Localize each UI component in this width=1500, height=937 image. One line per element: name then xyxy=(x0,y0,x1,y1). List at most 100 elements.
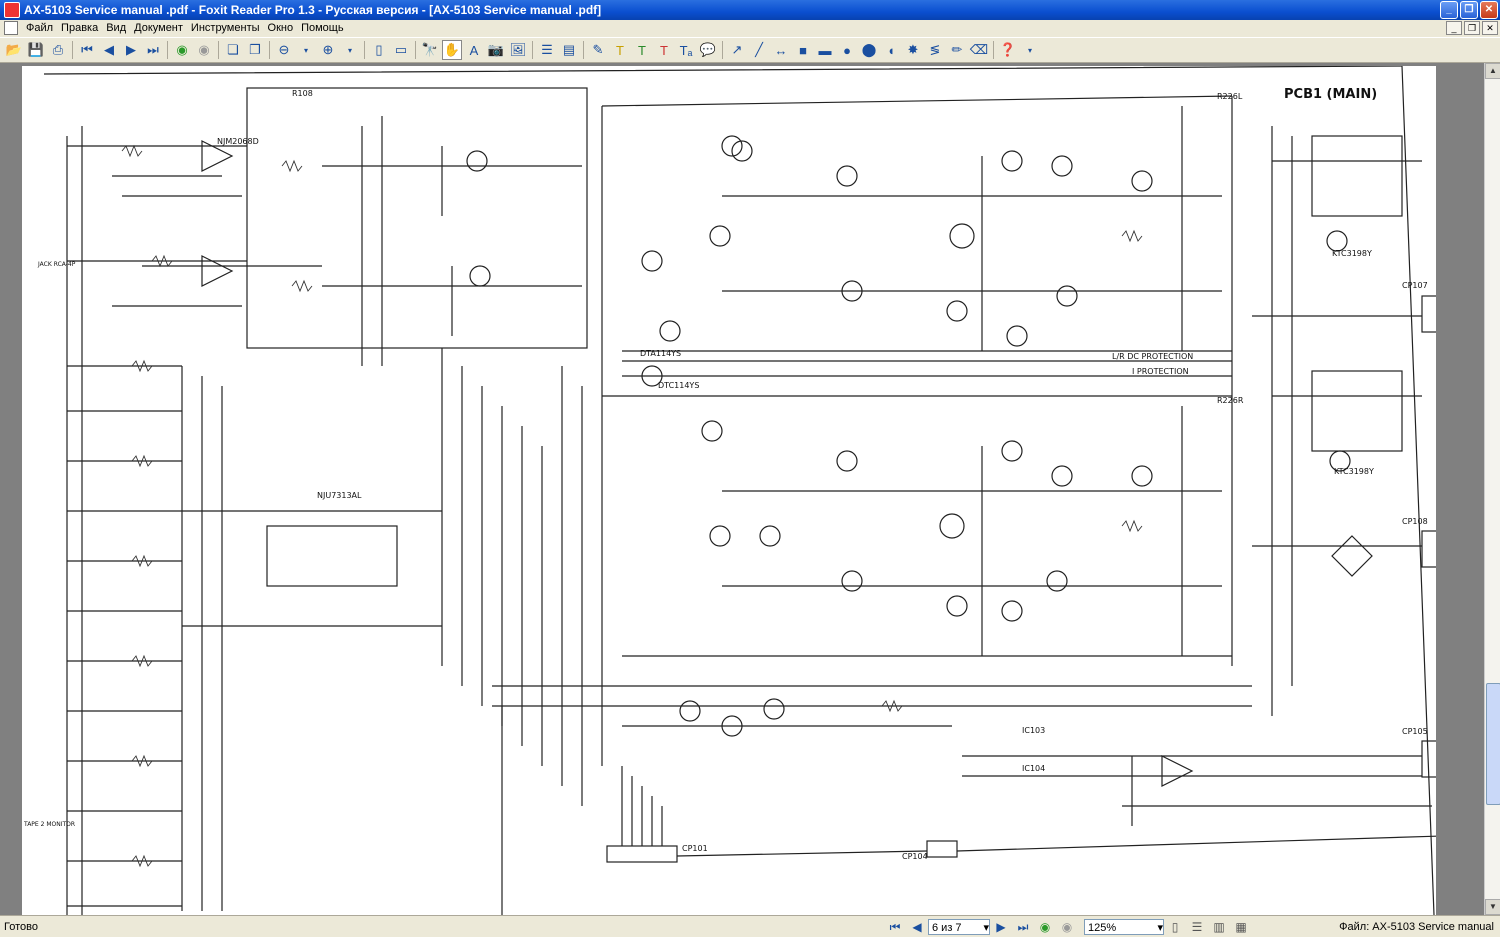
back-icon[interactable]: ◉ xyxy=(176,42,188,57)
first-page-icon[interactable]: ⏮ xyxy=(81,42,93,57)
prev-page-icon[interactable]: ◀ xyxy=(912,919,922,934)
document-canvas[interactable]: PCB1 (MAIN) NJM2068D NJU7313AL IC103 IC1… xyxy=(0,63,1500,915)
toolbar-separator xyxy=(364,41,365,59)
rectangle-icon[interactable]: ■ xyxy=(799,42,807,58)
square-icon[interactable]: ▬ xyxy=(818,42,832,58)
chevron-down-icon[interactable]: ▾ xyxy=(983,921,989,934)
zoom-out-dropdown-icon[interactable]: ▾ xyxy=(303,45,308,55)
continuous-facing-view-icon[interactable]: ▦ xyxy=(1235,919,1247,934)
label-ic104: IC104 xyxy=(1022,764,1045,773)
eraser-icon[interactable]: ⌫ xyxy=(969,42,989,57)
menu-edit[interactable]: Правка xyxy=(61,22,99,34)
find-icon[interactable]: 🔭 xyxy=(421,42,439,57)
copy-icon[interactable]: ❏ xyxy=(227,42,239,57)
close-button[interactable]: ✕ xyxy=(1480,1,1498,19)
copy-page-icon[interactable]: ❐ xyxy=(249,42,261,57)
doc-close-button[interactable]: ✕ xyxy=(1482,21,1498,35)
label-r108: R108 xyxy=(292,89,313,98)
page-number-field[interactable]: 6 из 7▾ xyxy=(928,918,990,935)
select-text-icon[interactable]: A xyxy=(469,42,479,58)
app-icon xyxy=(4,2,20,18)
snapshot-icon[interactable]: 📷 xyxy=(487,42,505,57)
vertical-scrollbar[interactable]: ▲ ▼ xyxy=(1484,63,1500,915)
title-bar: AX-5103 Service manual .pdf - Foxit Read… xyxy=(0,0,1500,20)
print-icon[interactable]: ⎙ xyxy=(52,42,64,57)
label-q152: DTA114YS xyxy=(640,349,681,358)
back-icon[interactable]: ◉ xyxy=(1039,919,1051,934)
toolbar: 📂 💾 ⎙ ⏮ ◀ ▶ ⏭ ◉ ◉ ❏ ❐ ⊖ ▾ ⊕ ▾ ▯ ▭ 🔭 ✋ A … xyxy=(0,37,1500,63)
save-icon[interactable]: 💾 xyxy=(27,42,45,57)
scroll-thumb[interactable] xyxy=(1486,683,1500,805)
label-r226l: R226L xyxy=(1217,92,1243,101)
strikeout-icon[interactable]: T xyxy=(660,42,668,58)
cloud-icon[interactable]: ✸ xyxy=(907,42,919,57)
pdf-page: PCB1 (MAIN) NJM2068D NJU7313AL IC103 IC1… xyxy=(22,66,1436,915)
single-page-icon[interactable]: ▯ xyxy=(375,42,383,57)
typewriter-icon[interactable]: Tₐ xyxy=(679,42,693,58)
last-page-icon[interactable]: ⏭ xyxy=(1017,919,1029,934)
arrow-icon[interactable]: ↗ xyxy=(731,42,743,57)
hand-icon[interactable]: ✋ xyxy=(442,40,462,60)
label-cp105: CP105 xyxy=(1402,727,1428,736)
oval-icon[interactable]: ● xyxy=(843,42,851,58)
label-cp101: CP101 xyxy=(682,844,708,853)
label-jack: JACK RCA-4P xyxy=(37,261,76,268)
zoom-field[interactable]: 125% ▾ xyxy=(1084,918,1164,935)
help-icon[interactable]: ❓ xyxy=(999,42,1017,57)
maximize-button[interactable]: ❐ xyxy=(1460,1,1478,19)
menu-document[interactable]: Документ xyxy=(134,22,183,34)
chevron-down-icon[interactable]: ▾ xyxy=(1157,921,1163,934)
circle-icon[interactable]: ⬤ xyxy=(861,42,877,57)
menu-bar: Файл Правка Вид Документ Инструменты Окн… xyxy=(0,20,1500,36)
scroll-up-icon[interactable]: ▲ xyxy=(1485,63,1500,79)
underline-icon[interactable]: T xyxy=(638,42,646,58)
menu-help[interactable]: Помощь xyxy=(301,22,344,34)
last-page-icon[interactable]: ⏭ xyxy=(147,42,159,57)
thumbnail-icon[interactable]: ▤ xyxy=(562,42,576,57)
next-page-icon[interactable]: ▶ xyxy=(126,42,136,57)
polygon-icon[interactable]: ≶ xyxy=(929,42,941,57)
label-cp107: CP107 xyxy=(1402,281,1428,290)
continuous-view-icon[interactable]: ☰ xyxy=(1191,919,1203,934)
minimize-button[interactable]: _ xyxy=(1440,1,1458,19)
zoom-out-icon[interactable]: ⊖ xyxy=(278,42,290,57)
menu-window[interactable]: Окно xyxy=(267,22,294,34)
prev-page-icon[interactable]: ◀ xyxy=(104,42,114,57)
file-name: Файл: AX-5103 Service manual xyxy=(1339,920,1494,933)
dimension-icon[interactable]: ↔ xyxy=(774,42,788,58)
scroll-down-icon[interactable]: ▼ xyxy=(1485,899,1500,915)
forward-icon[interactable]: ◉ xyxy=(198,42,210,57)
single-page-view-icon[interactable]: ▯ xyxy=(1171,919,1179,934)
open-icon[interactable]: 📂 xyxy=(5,42,23,57)
toolbar-separator xyxy=(167,41,168,59)
facing-view-icon[interactable]: ▥ xyxy=(1213,919,1225,934)
comment-icon[interactable]: 💬 xyxy=(699,42,717,57)
help-dropdown-icon[interactable]: ▾ xyxy=(1027,45,1032,55)
toolbar-separator xyxy=(415,41,416,59)
doc-restore-button[interactable]: ❐ xyxy=(1464,21,1480,35)
line-icon[interactable]: ╱ xyxy=(755,42,763,57)
toolbar-separator xyxy=(218,41,219,59)
facing-page-icon[interactable]: ▭ xyxy=(394,42,408,57)
zoom-in-icon[interactable]: ⊕ xyxy=(322,42,334,57)
forward-icon[interactable]: ◉ xyxy=(1061,919,1073,934)
ellipse-icon[interactable]: ◖ xyxy=(887,42,895,58)
note-icon[interactable]: ✎ xyxy=(592,42,604,57)
status-text: Готово xyxy=(4,920,38,933)
first-page-icon[interactable]: ⏮ xyxy=(889,919,901,934)
menu-view[interactable]: Вид xyxy=(106,22,127,34)
next-page-icon[interactable]: ▶ xyxy=(996,919,1006,934)
doc-minimize-button[interactable]: _ xyxy=(1446,21,1462,35)
zoom-value: 125% xyxy=(1088,921,1117,934)
label-r226r: R226R xyxy=(1217,396,1244,405)
toolbar-separator xyxy=(583,41,584,59)
pencil-icon[interactable]: ✏ xyxy=(951,42,963,57)
bookmark-icon[interactable]: ☰ xyxy=(541,42,553,57)
image-icon[interactable]: 🖼 xyxy=(509,42,527,57)
toolbar-separator xyxy=(722,41,723,59)
zoom-in-dropdown-icon[interactable]: ▾ xyxy=(347,45,352,55)
label-ic103: IC103 xyxy=(1022,726,1045,735)
menu-tools[interactable]: Инструменты xyxy=(190,22,260,34)
highlight-icon[interactable]: T xyxy=(616,42,624,58)
menu-file[interactable]: Файл xyxy=(26,22,54,34)
